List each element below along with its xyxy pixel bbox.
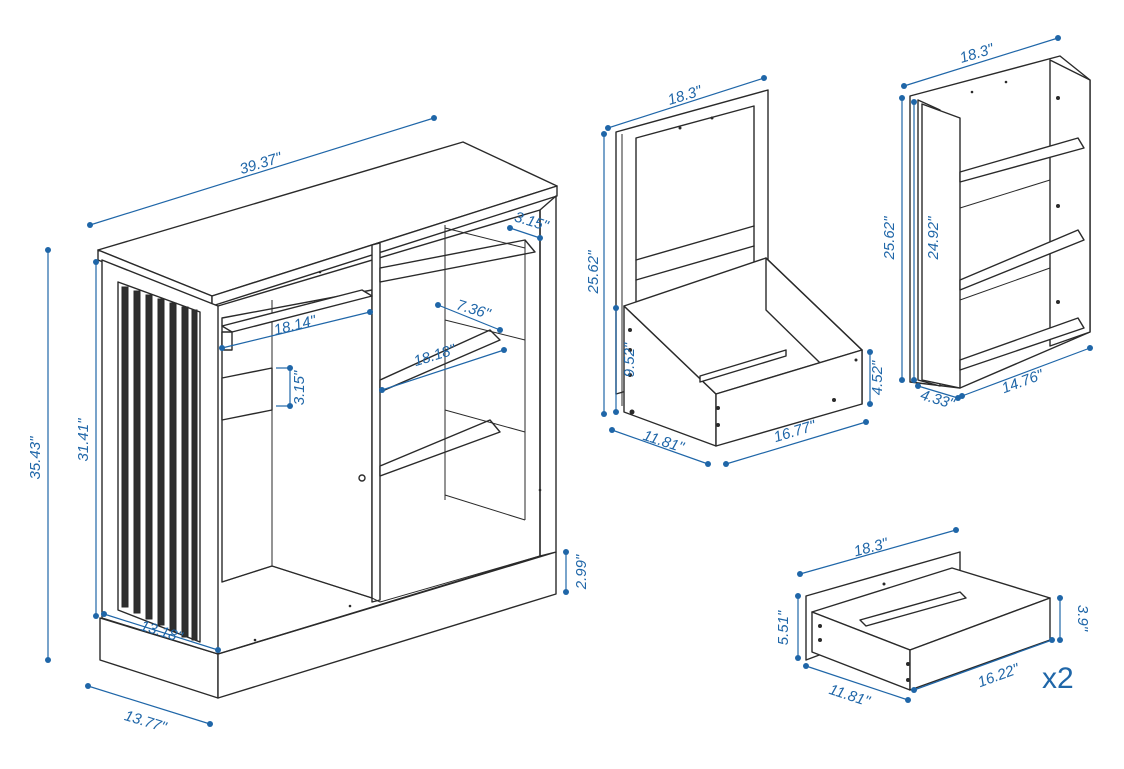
- dimension-lines: [45, 35, 1093, 727]
- label-cabinet-rail-gap: 3.15": [291, 370, 308, 405]
- label-drawer-height: 5.51": [775, 610, 792, 645]
- label-drawer-width: 18.3": [852, 535, 890, 561]
- label-cabinet-base-depth: 13.77": [122, 707, 169, 736]
- label-shelf-height: 25.62": [881, 216, 898, 261]
- cabinet-drawing: [97, 141, 558, 699]
- label-drawer-quantity: x2: [1042, 662, 1074, 695]
- drawer-drawing: [805, 551, 1051, 691]
- label-shelf-inner-height: 24.92": [925, 216, 942, 261]
- label-cabinet-width: 39.37": [238, 149, 285, 178]
- label-rack-width: 18.3": [666, 82, 705, 109]
- label-cabinet-base-height: 2.99": [573, 554, 590, 590]
- rack-unit-drawing: [615, 89, 863, 447]
- label-shelf-inner-width: 14.76": [999, 366, 1046, 397]
- door-slats: [121, 286, 198, 641]
- label-cabinet-body-height: 31.41": [75, 418, 92, 462]
- label-rack-tray-front: 4.52": [869, 360, 886, 395]
- label-rack-height: 25.62": [585, 250, 602, 295]
- shelf-unit-drawing: [909, 55, 1091, 389]
- label-cabinet-total-height: 35.43": [27, 436, 44, 480]
- label-shelf-depth: 4.33": [918, 387, 957, 414]
- label-rack-tray-height: 9.52": [621, 342, 638, 377]
- label-drawer-front-height: 3.9": [1074, 605, 1091, 632]
